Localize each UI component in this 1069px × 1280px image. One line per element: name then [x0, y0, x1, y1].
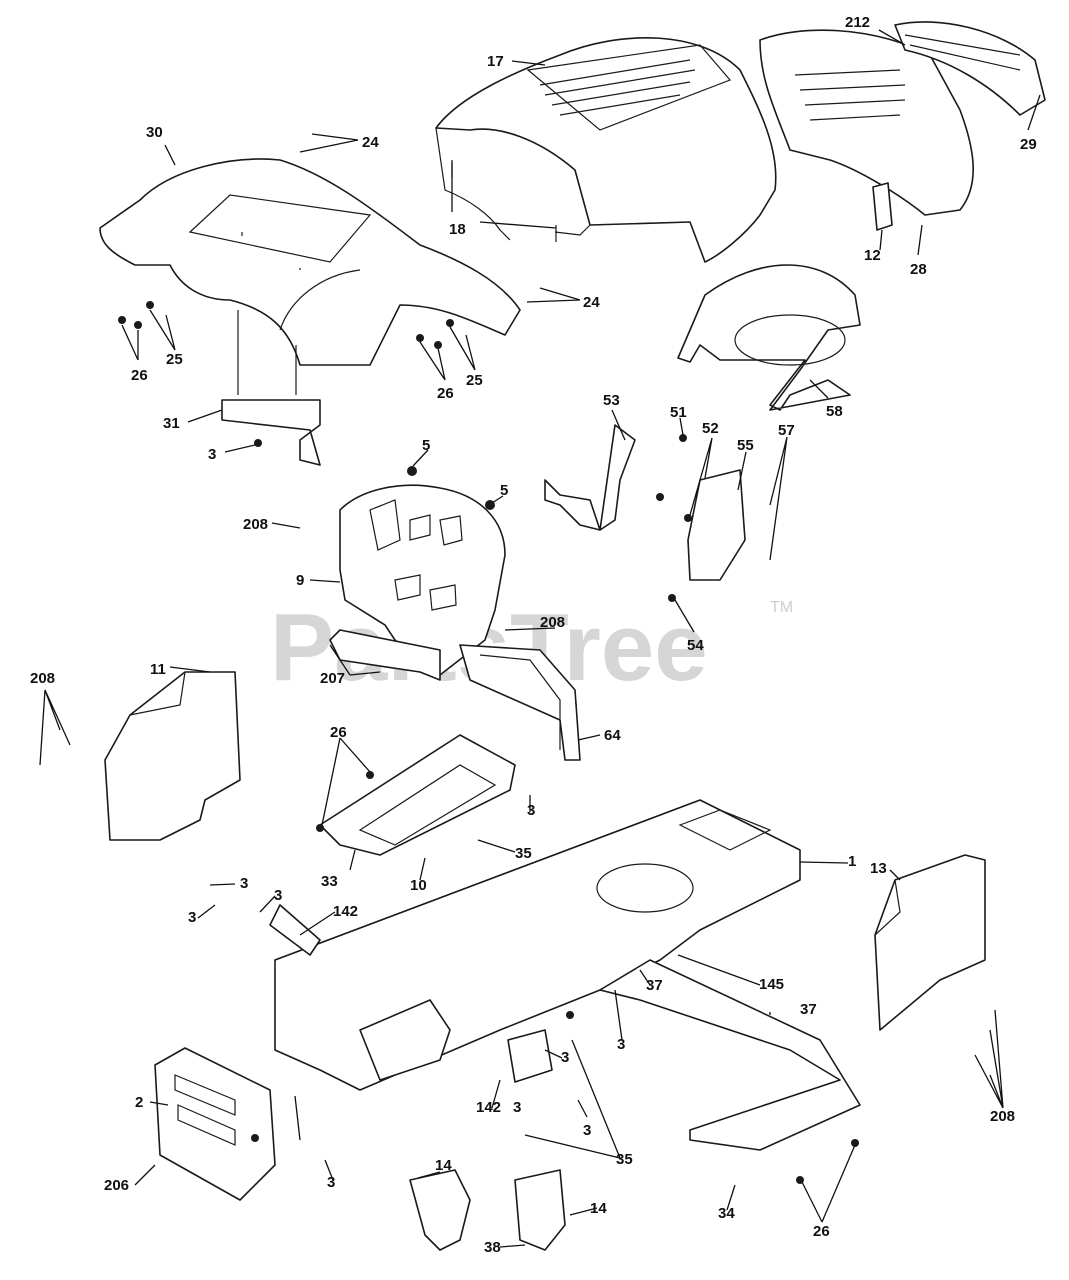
callout-5-b: 5 [500, 482, 508, 499]
callout-3-g: 3 [561, 1049, 569, 1066]
callout-35-upper: 35 [515, 845, 532, 862]
deck-shield-part-58 [677, 264, 861, 411]
callout-18: 18 [449, 221, 466, 238]
callout-31: 31 [163, 415, 180, 432]
callout-3-h: 3 [583, 1122, 591, 1139]
callout-55: 55 [737, 437, 754, 454]
callout-5-a: 5 [422, 437, 430, 454]
fender-part-30 [99, 158, 521, 366]
callout-208-left: 208 [30, 670, 55, 687]
callout-28: 28 [910, 261, 927, 278]
bracket-part-38b [514, 1169, 566, 1251]
frame-plate-lower [359, 999, 451, 1081]
callout-29: 29 [1020, 136, 1037, 153]
side-panel-part-13 [874, 854, 986, 1031]
callout-207: 207 [320, 670, 345, 687]
callout-9: 9 [296, 572, 304, 589]
frame-bracket-part-33 [319, 734, 516, 856]
leader-lines [39, 29, 1041, 1248]
callout-1: 1 [848, 853, 856, 870]
callout-24-mid: 24 [583, 294, 600, 311]
callout-53: 53 [603, 392, 620, 409]
watermark-trademark: TM [770, 599, 793, 616]
callout-26-left: 26 [131, 367, 148, 384]
fender-support-lines [237, 310, 297, 395]
bracket-part-38a [409, 1169, 471, 1251]
callout-26-bottom: 26 [813, 1223, 830, 1240]
steering-support-part-64 [459, 644, 581, 761]
callout-3-j: 3 [327, 1174, 335, 1191]
callout-206: 206 [104, 1177, 129, 1194]
callout-3-d: 3 [274, 887, 282, 904]
callout-208-right: 208 [990, 1108, 1015, 1125]
callout-54: 54 [687, 637, 704, 654]
bracket-part-53 [544, 424, 636, 531]
plate-part-55 [687, 469, 746, 581]
front-panel-part-2 [154, 1047, 276, 1201]
callout-12: 12 [864, 247, 881, 264]
callout-3-c: 3 [240, 875, 248, 892]
side-panel-part-11 [104, 671, 241, 841]
callout-2: 2 [135, 1094, 143, 1111]
callout-14-left: 14 [435, 1157, 452, 1174]
callout-14-right: 14 [590, 1200, 607, 1217]
main-frame-part-1 [274, 799, 861, 1151]
callout-25-mid: 25 [466, 372, 483, 389]
callout-17: 17 [487, 53, 504, 70]
callout-3-e: 3 [188, 909, 196, 926]
callout-3-upper: 3 [208, 446, 216, 463]
callout-51: 51 [670, 404, 687, 421]
hood-part-17 [435, 37, 777, 263]
callout-33: 33 [321, 873, 338, 890]
callout-3-i: 3 [513, 1099, 521, 1116]
callout-13: 13 [870, 860, 887, 877]
callout-37-right: 37 [800, 1001, 817, 1018]
callout-64: 64 [604, 727, 621, 744]
callout-58: 58 [826, 403, 843, 420]
callout-labels: 17 212 29 30 24 18 12 28 24 26 25 26 25 … [30, 14, 1037, 1256]
clip-part-12 [872, 182, 893, 231]
callout-57: 57 [778, 422, 795, 439]
callout-26-frame: 26 [330, 724, 347, 741]
callout-35-lower: 35 [616, 1151, 633, 1168]
callout-212: 212 [845, 14, 870, 31]
callout-142-lower: 142 [476, 1099, 501, 1116]
callout-11: 11 [150, 661, 166, 678]
callout-208-dash: 208 [243, 516, 268, 533]
bracket-part-142a [269, 904, 321, 956]
callout-52: 52 [702, 420, 719, 437]
callout-38: 38 [484, 1239, 501, 1256]
callout-37-mid: 37 [646, 977, 663, 994]
callout-25-left: 25 [166, 351, 183, 368]
bracket-part-31 [221, 399, 321, 466]
hardware-fasteners [118, 301, 859, 1184]
callout-145: 145 [759, 976, 784, 993]
bracket-part-142b [507, 1029, 553, 1083]
callout-3-f: 3 [617, 1036, 625, 1053]
callout-34: 34 [718, 1205, 735, 1222]
callout-142-upper: 142 [333, 903, 358, 920]
callout-3-frame: 3 [527, 802, 535, 819]
callout-24-top: 24 [362, 134, 379, 151]
callout-26-mid: 26 [437, 385, 454, 402]
callout-10: 10 [410, 877, 427, 894]
callout-30: 30 [146, 124, 163, 141]
callout-208-steer: 208 [540, 614, 565, 631]
grille-part-212 [759, 21, 1046, 216]
